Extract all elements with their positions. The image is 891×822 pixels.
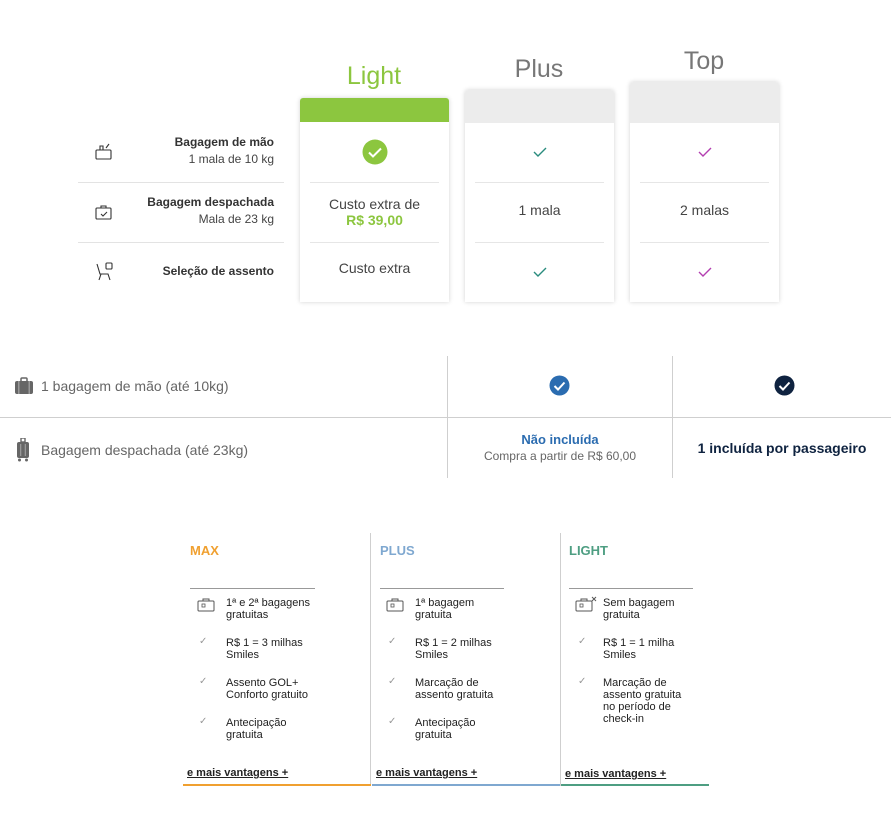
feature-subtitle: Mala de 23 kg (198, 212, 274, 226)
feature-seat: Seleção de assento (78, 242, 284, 302)
plus-accent-line (372, 784, 560, 786)
cell-carry-on (630, 122, 779, 182)
benefit-item: R$ 1 = 3 milhas Smiles (226, 637, 303, 661)
divider (569, 588, 693, 589)
more-benefits-link[interactable]: e mais vantagens + (187, 767, 289, 779)
checked-bag-text: 2 malas (679, 202, 730, 218)
feature-checked-bag: Bagagem despachada Mala de 23 kg (78, 182, 284, 242)
column-divider (370, 533, 371, 786)
check-icon: ✓ (578, 676, 587, 687)
check-icon: ✓ (199, 676, 208, 687)
divider (475, 182, 604, 183)
feature-title: Bagagem despachada (147, 195, 274, 209)
cell-seat: Custo extra (300, 238, 449, 298)
plan-title-top: Top (683, 47, 725, 75)
status-subtitle: Compra a partir de R$ 60,00 (483, 449, 637, 463)
no-bag-icon (575, 596, 597, 612)
benefit-item: R$ 1 = 1 milha Smiles (603, 637, 675, 661)
check-circle-icon (362, 139, 387, 165)
divider (310, 242, 439, 243)
plan-column-plus[interactable]: 1 mala (465, 90, 614, 302)
plan-header-bar (300, 98, 449, 122)
check-icon (533, 147, 546, 157)
light-accent-line (561, 784, 709, 786)
divider (380, 588, 504, 589)
benefit-item: Assento GOL+ Conforto gratuito (226, 677, 308, 701)
column-divider (672, 356, 673, 478)
feature-title: Seleção de assento (162, 264, 274, 278)
plan-column-light[interactable]: Custo extra de R$ 39,00 Custo extra (300, 98, 449, 302)
checked-bag-icon (95, 205, 112, 220)
check-icon (698, 147, 711, 157)
divider (640, 182, 769, 183)
checked-bag-text: Custo extra de (328, 196, 421, 212)
bag-icon (197, 598, 215, 612)
benefit-item: 1ª e 2ª bagagens gratuitas (226, 597, 310, 621)
check-icon: ✓ (388, 636, 397, 647)
feature-carry-on: Bagagem de mão 1 mala de 10 kg (78, 122, 284, 182)
cell-checked-bag: Custo extra de R$ 39,00 (300, 182, 449, 242)
rolling-luggage-icon (17, 438, 29, 462)
feature-subtitle: 1 mala de 10 kg (188, 152, 274, 166)
check-icon: ✓ (578, 636, 587, 647)
check-icon: ✓ (388, 676, 397, 687)
cell-carry-on (465, 122, 614, 182)
check-icon: ✓ (388, 716, 397, 727)
cell-checked-bag: 2 malas (630, 180, 779, 240)
benefit-item: Antecipação gratuita (226, 717, 287, 741)
seat-text: Custo extra (338, 260, 411, 276)
checked-bag-price: R$ 39,00 (346, 212, 403, 228)
divider (78, 182, 284, 183)
check-icon: ✓ (199, 716, 208, 727)
divider (78, 242, 284, 243)
baggage-row-label: 1 bagagem de mão (até 10kg) (41, 378, 229, 394)
benefit-item: 1ª bagagem gratuita (415, 597, 475, 621)
checked-bag-text: 1 mala (518, 202, 561, 218)
cell-seat (465, 242, 614, 302)
row-divider (0, 417, 891, 418)
divider (640, 242, 769, 243)
check-circle-icon (549, 375, 570, 396)
more-benefits-link[interactable]: e mais vantagens + (565, 768, 667, 780)
plan-name-light: LIGHT (569, 543, 608, 558)
divider (310, 182, 439, 183)
included-cell: 1 incluída por passageiro (697, 440, 867, 456)
column-divider (447, 356, 448, 478)
plan-header-bar (465, 90, 614, 123)
column-divider (560, 533, 561, 786)
benefit-item: R$ 1 = 2 milhas Smiles (415, 637, 492, 661)
benefit-item: Sem bagagem gratuita (603, 597, 675, 621)
plan-title-plus: Plus (514, 55, 564, 83)
check-icon (698, 267, 711, 277)
plan-name-plus: PLUS (380, 543, 415, 558)
plan-header-bar (630, 82, 779, 123)
check-circle-icon (774, 375, 795, 396)
benefit-item: Marcação de assento gratuita (415, 677, 494, 701)
baggage-row-label: Bagagem despachada (até 23kg) (41, 442, 249, 458)
max-accent-line (183, 784, 371, 786)
benefit-item: Marcação de assento gratuita no período … (603, 677, 682, 725)
divider (475, 242, 604, 243)
status-title: Não incluída (521, 432, 599, 447)
cell-seat (630, 242, 779, 302)
seat-icon (96, 262, 113, 281)
cell-carry-on (300, 122, 449, 182)
bag-icon (386, 598, 404, 612)
carry-on-icon (95, 143, 112, 160)
suitcase-icon (15, 377, 33, 394)
check-icon: ✓ (199, 636, 208, 647)
benefit-item: Antecipação gratuita (415, 717, 476, 741)
feature-title: Bagagem de mão (174, 135, 274, 149)
plan-column-top[interactable]: 2 malas (630, 82, 779, 302)
cell-checked-bag: 1 mala (465, 180, 614, 240)
more-benefits-link[interactable]: e mais vantagens + (376, 767, 478, 779)
plan-title-light: Light (346, 62, 402, 90)
check-icon (533, 267, 546, 277)
plan-name-max: MAX (190, 543, 219, 558)
not-included-cell: Não incluída Compra a partir de R$ 60,00 (448, 432, 672, 463)
divider (190, 588, 315, 589)
